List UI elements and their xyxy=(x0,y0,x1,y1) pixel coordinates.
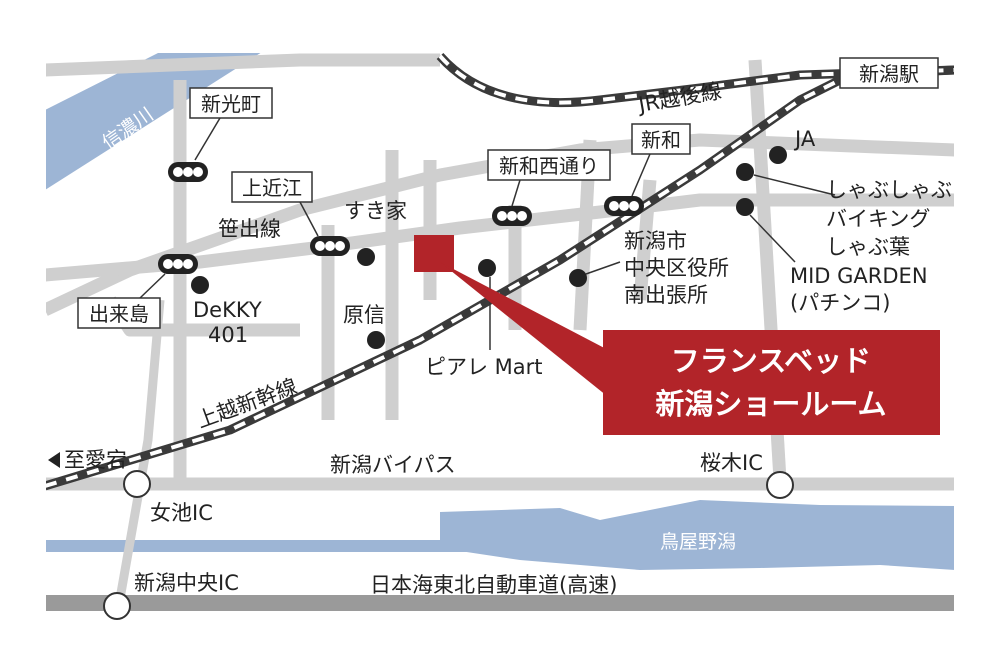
office-line3: 南出張所 xyxy=(624,283,708,307)
signal-shinwa-label: 新和 xyxy=(641,128,681,152)
arrow-left-icon xyxy=(48,452,60,468)
canal xyxy=(45,540,745,552)
piare-label: ピアレ Mart xyxy=(425,355,543,379)
expressway-label: 日本海東北自動車道(高速) xyxy=(370,573,617,597)
jr-line-label: JR越後線 xyxy=(635,79,724,118)
signal-dekijima-label: 出来島 xyxy=(89,302,149,326)
mid-line1: MID GARDEN xyxy=(790,264,928,288)
signal-shinwa-nishi: 新和西通り xyxy=(487,149,611,226)
ic-sakuragi-label: 桜木IC xyxy=(700,451,763,475)
ic-chuo-label: 新潟中央IC xyxy=(134,571,239,595)
landmark-shabuyo: しゃぶしゃぶ バイキング しゃぶ葉 xyxy=(736,163,952,259)
landmark-piare: ピアレ Mart xyxy=(425,259,543,379)
landmark-mid-garden: MID GARDEN (パチンコ) xyxy=(736,198,928,315)
dekky-line1: DeKKY xyxy=(193,298,262,322)
showroom-callout xyxy=(603,330,940,435)
shinano-river xyxy=(45,52,262,190)
ja-label: JA xyxy=(793,127,816,151)
sasade-label: 笹出線 xyxy=(218,217,281,241)
signal-kamiomi-label: 上近江 xyxy=(242,176,302,200)
lagoon-label: 鳥屋野潟 xyxy=(660,531,736,553)
traffic-light-icon xyxy=(310,236,350,256)
signal-shinwa-nishi-label: 新和西通り xyxy=(499,154,599,178)
ic-meike-label: 女池IC xyxy=(150,501,213,525)
landmark-ja: JA xyxy=(769,127,816,164)
showroom: フランスベッド 新潟ショールーム xyxy=(414,235,940,435)
shabu-line2: バイキング xyxy=(826,207,930,231)
landmark-ward-office: 新潟市 中央区役所 南出張所 xyxy=(569,229,729,307)
mid-line2: (パチンコ) xyxy=(790,291,890,315)
traffic-light-icon xyxy=(168,162,208,182)
shabu-line3: しゃぶ葉 xyxy=(826,235,910,259)
callout-pointer xyxy=(440,262,612,400)
to-atago: 至愛宕 xyxy=(48,448,127,472)
signal-kamiomi: 上近江 xyxy=(231,171,350,256)
ic-sakuragi: 桜木IC xyxy=(700,451,794,499)
jr-echigo-rail xyxy=(436,52,955,107)
signal-dekijima: 出来島 xyxy=(77,254,198,329)
signal-shinkocho: 新光町 xyxy=(168,87,273,182)
traffic-light-icon xyxy=(604,196,644,216)
interchange-spur xyxy=(113,299,165,611)
landmark-harashin: 原信 xyxy=(343,303,385,349)
landmark-sukiya: すき家 xyxy=(344,199,407,266)
office-line2: 中央区役所 xyxy=(624,256,729,280)
map-frame xyxy=(44,51,956,621)
harashin-label: 原信 xyxy=(343,303,385,327)
to-atago-label: 至愛宕 xyxy=(64,448,127,472)
station-label: 新潟駅 xyxy=(859,62,919,86)
landmark-dekky: DeKKY 401 xyxy=(191,276,262,347)
showroom-location-marker xyxy=(414,235,454,272)
traffic-light-icon xyxy=(158,254,198,274)
niigata-station: 新潟駅 xyxy=(839,57,939,89)
ic-chuo: 新潟中央IC xyxy=(103,571,239,620)
dekky-line2: 401 xyxy=(208,323,248,347)
signal-shinwa: 新和 xyxy=(604,123,691,216)
sukiya-label: すき家 xyxy=(344,199,407,223)
showroom-line2: 新潟ショールーム xyxy=(655,387,886,421)
signal-shinkocho-label: 新光町 xyxy=(201,92,261,116)
traffic-light-icon xyxy=(492,206,532,226)
bypass-label: 新潟バイパス xyxy=(330,453,456,477)
shabu-line1: しゃぶしゃぶ xyxy=(826,178,952,202)
toyano-lagoon xyxy=(440,500,955,570)
office-line1: 新潟市 xyxy=(624,229,687,253)
showroom-line1: フランスベッド xyxy=(671,344,871,378)
ic-meike: 女池IC xyxy=(123,470,213,525)
